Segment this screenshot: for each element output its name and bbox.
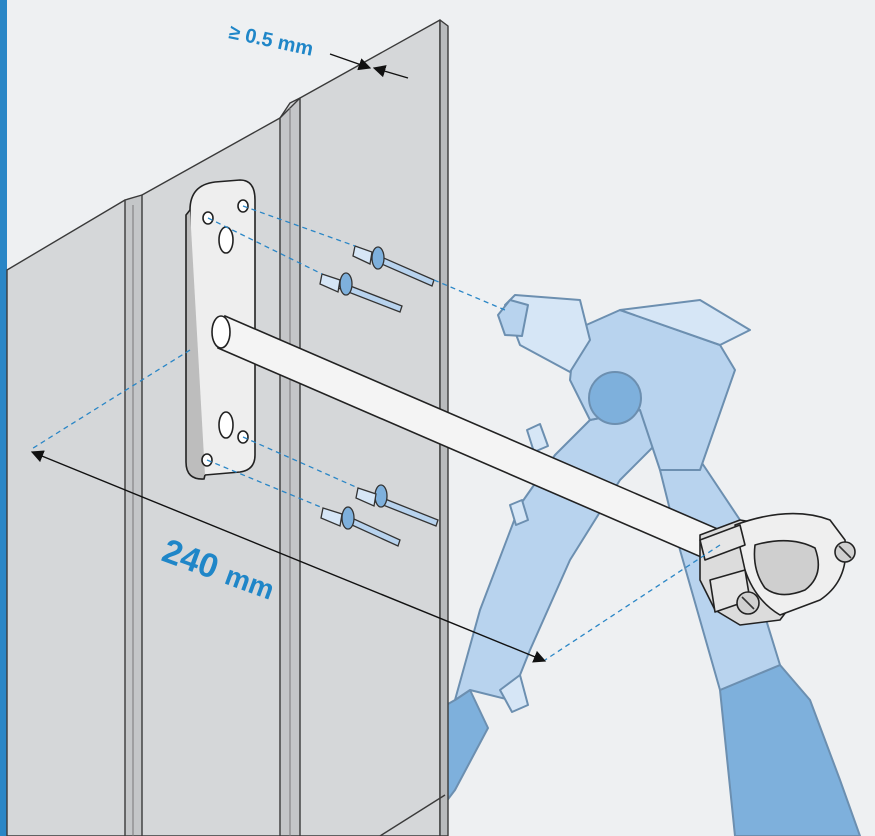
rivet-2	[319, 272, 403, 313]
clamp-screw-right-slot	[838, 545, 852, 559]
tool-bolt-1	[526, 423, 549, 453]
rod-end	[211, 315, 231, 349]
plate-slot-bottom	[218, 411, 234, 439]
clamp-screw-left-slot	[741, 596, 755, 610]
guide-line-3	[242, 436, 359, 489]
thickness-arrow-right	[372, 65, 409, 79]
rivet-1	[352, 245, 435, 287]
dim-extension-right	[544, 544, 721, 661]
tool-head-top	[619, 299, 751, 346]
frame-edge	[0, 0, 7, 836]
floor-line	[379, 794, 446, 836]
plate-slot-top	[218, 226, 234, 254]
guide-line-1b	[433, 279, 506, 311]
tool-handle-right-lower	[719, 664, 861, 836]
dim-extension-left	[29, 349, 191, 451]
thickness-arrow-left	[329, 53, 372, 71]
guide-line-1a	[242, 205, 356, 247]
thickness-label: ≥ 0.5 mm	[227, 21, 315, 60]
pipe-clamp	[699, 512, 856, 626]
length-dimension-line	[30, 450, 547, 663]
clamp-inner	[753, 539, 820, 596]
tool-nozzle-tip	[497, 299, 529, 337]
guide-line-2	[207, 217, 323, 275]
tool-pivot	[588, 371, 642, 425]
tool-jaw-end	[499, 674, 529, 713]
